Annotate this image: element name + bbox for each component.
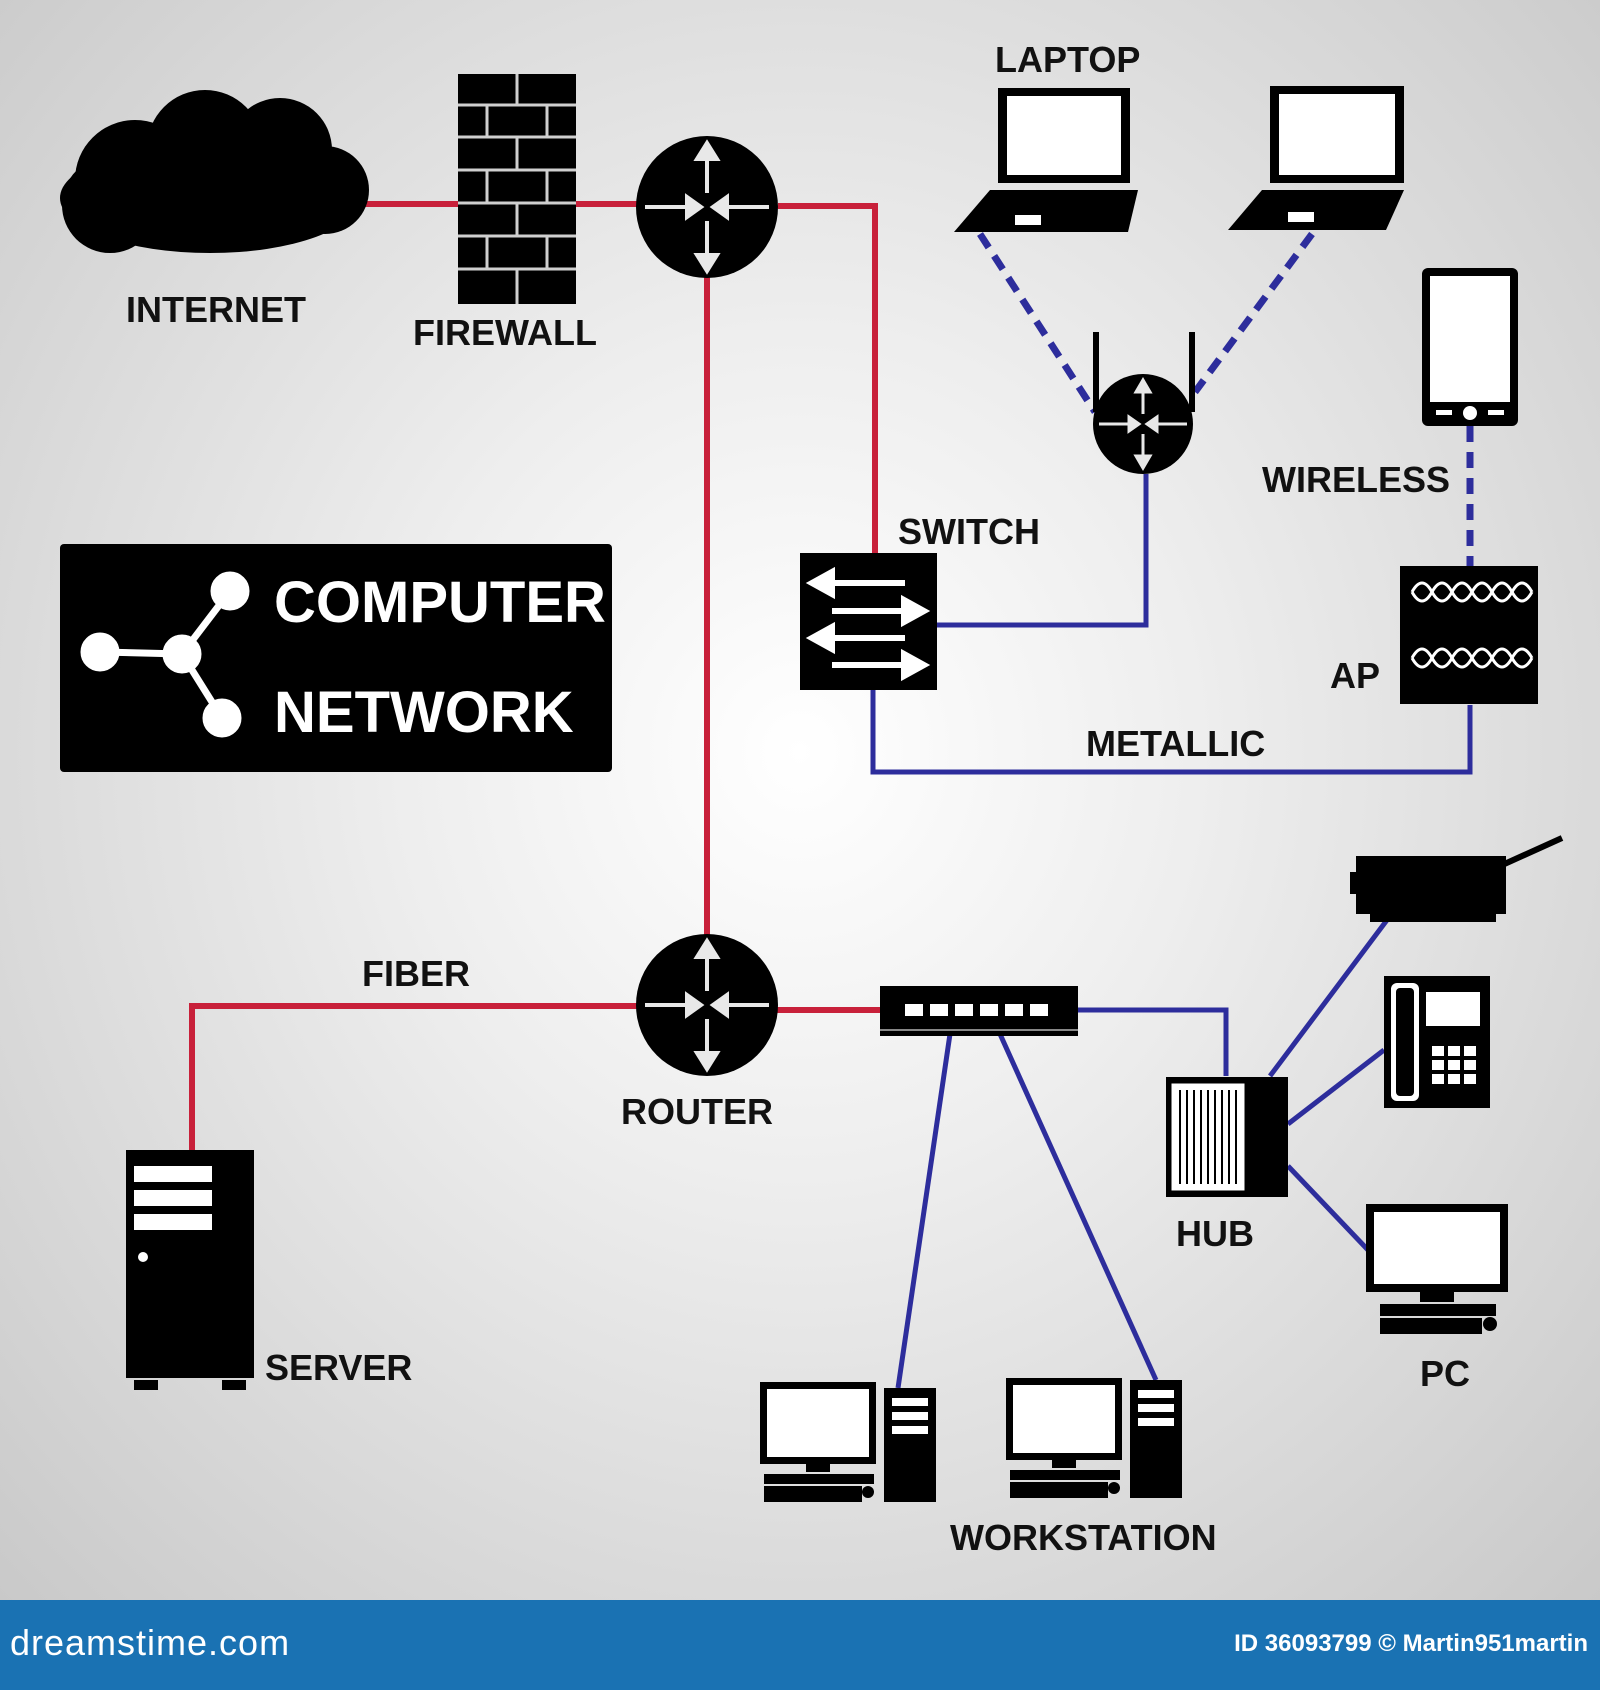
diagram-canvas: INTERNET FIREWALL LAPTOP bbox=[0, 0, 1600, 1600]
router-top-icon bbox=[636, 136, 778, 278]
hub-phone-link bbox=[1286, 1048, 1386, 1126]
fiber-label: FIBER bbox=[362, 953, 470, 994]
wireless-router-icon bbox=[1093, 332, 1195, 474]
workstation-icon bbox=[760, 1382, 936, 1502]
router-server-link bbox=[189, 1003, 642, 1150]
router-label: ROUTER bbox=[621, 1091, 773, 1132]
laptop-label: LAPTOP bbox=[995, 39, 1140, 80]
router-bottom-icon bbox=[636, 934, 778, 1076]
laptop-icon bbox=[1228, 86, 1404, 230]
title-line1: COMPUTER bbox=[274, 570, 606, 635]
switch-ap-link bbox=[870, 690, 1473, 775]
internet-label: INTERNET bbox=[126, 289, 306, 330]
wireless-label: WIRELESS bbox=[1262, 459, 1450, 500]
metallic-label: METALLIC bbox=[1086, 723, 1265, 764]
switch-icon bbox=[800, 553, 937, 690]
laptop1-wireless-link bbox=[977, 232, 1098, 414]
hubbox-workstation2-link bbox=[997, 1032, 1159, 1382]
hub-pc-link bbox=[1286, 1164, 1370, 1252]
title-line2: NETWORK bbox=[274, 680, 574, 745]
title-box: COMPUTER NETWORK bbox=[60, 544, 612, 772]
footer-credit: ID 36093799 © Martin951martin bbox=[1234, 1630, 1588, 1657]
firewall-label: FIREWALL bbox=[413, 312, 597, 353]
hub-printer-link bbox=[1268, 914, 1392, 1078]
footer-bar: dreamstime.com ID 36093799 © Martin951ma… bbox=[0, 1600, 1600, 1690]
hubbox-hub-link bbox=[1078, 1007, 1229, 1076]
footer-site[interactable]: dreamstime.com bbox=[10, 1622, 291, 1663]
metallic-links bbox=[870, 474, 1473, 1389]
firewall-icon bbox=[458, 74, 576, 304]
pc-label: PC bbox=[1420, 1353, 1470, 1394]
laptop-icon bbox=[954, 88, 1138, 232]
pc-icon bbox=[1366, 1204, 1508, 1334]
laptop2-wireless-link bbox=[1192, 231, 1315, 395]
network-diagram: INTERNET FIREWALL LAPTOP bbox=[60, 39, 1564, 1558]
workstation-icon bbox=[1006, 1378, 1182, 1498]
ap-label: AP bbox=[1330, 655, 1380, 696]
router-switch-link bbox=[778, 203, 878, 558]
switch-wireless-router-link bbox=[935, 474, 1149, 628]
server-label: SERVER bbox=[265, 1347, 412, 1388]
phone-icon bbox=[1384, 976, 1490, 1108]
hub-label: HUB bbox=[1176, 1213, 1254, 1254]
tablet-icon bbox=[1422, 268, 1518, 426]
server-icon bbox=[126, 1150, 254, 1390]
access-point-icon bbox=[1400, 566, 1538, 704]
cloud-icon bbox=[60, 90, 369, 253]
workstation-label: WORKSTATION bbox=[950, 1517, 1217, 1558]
fiber-links bbox=[189, 201, 882, 1150]
printer-icon bbox=[1350, 835, 1564, 922]
wireless-links bbox=[977, 231, 1474, 566]
hubbox-workstation1-link bbox=[895, 1033, 953, 1389]
hub-icon bbox=[1166, 1077, 1288, 1197]
network-hub-box-icon bbox=[880, 986, 1078, 1036]
switch-label: SWITCH bbox=[898, 511, 1040, 552]
network-nodes-icon bbox=[80, 571, 250, 738]
